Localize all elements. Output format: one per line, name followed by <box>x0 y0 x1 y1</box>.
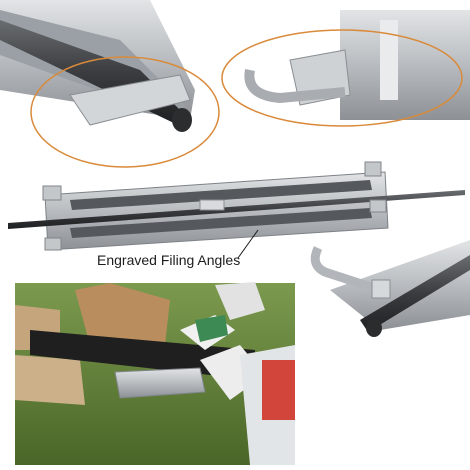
filing-guide-tool <box>8 161 465 251</box>
closeup-file-clip <box>0 0 195 132</box>
caption-pointer <box>237 229 259 259</box>
callout-ring-left <box>30 56 220 168</box>
closeup-guide-clip <box>244 10 470 120</box>
caption-engraved-filing-angles: Engraved Filing Angles <box>97 252 241 268</box>
outdoor-usage-photo <box>15 282 295 465</box>
callout-ring-right <box>221 29 463 127</box>
closeup-clip-on-rod <box>310 240 470 337</box>
